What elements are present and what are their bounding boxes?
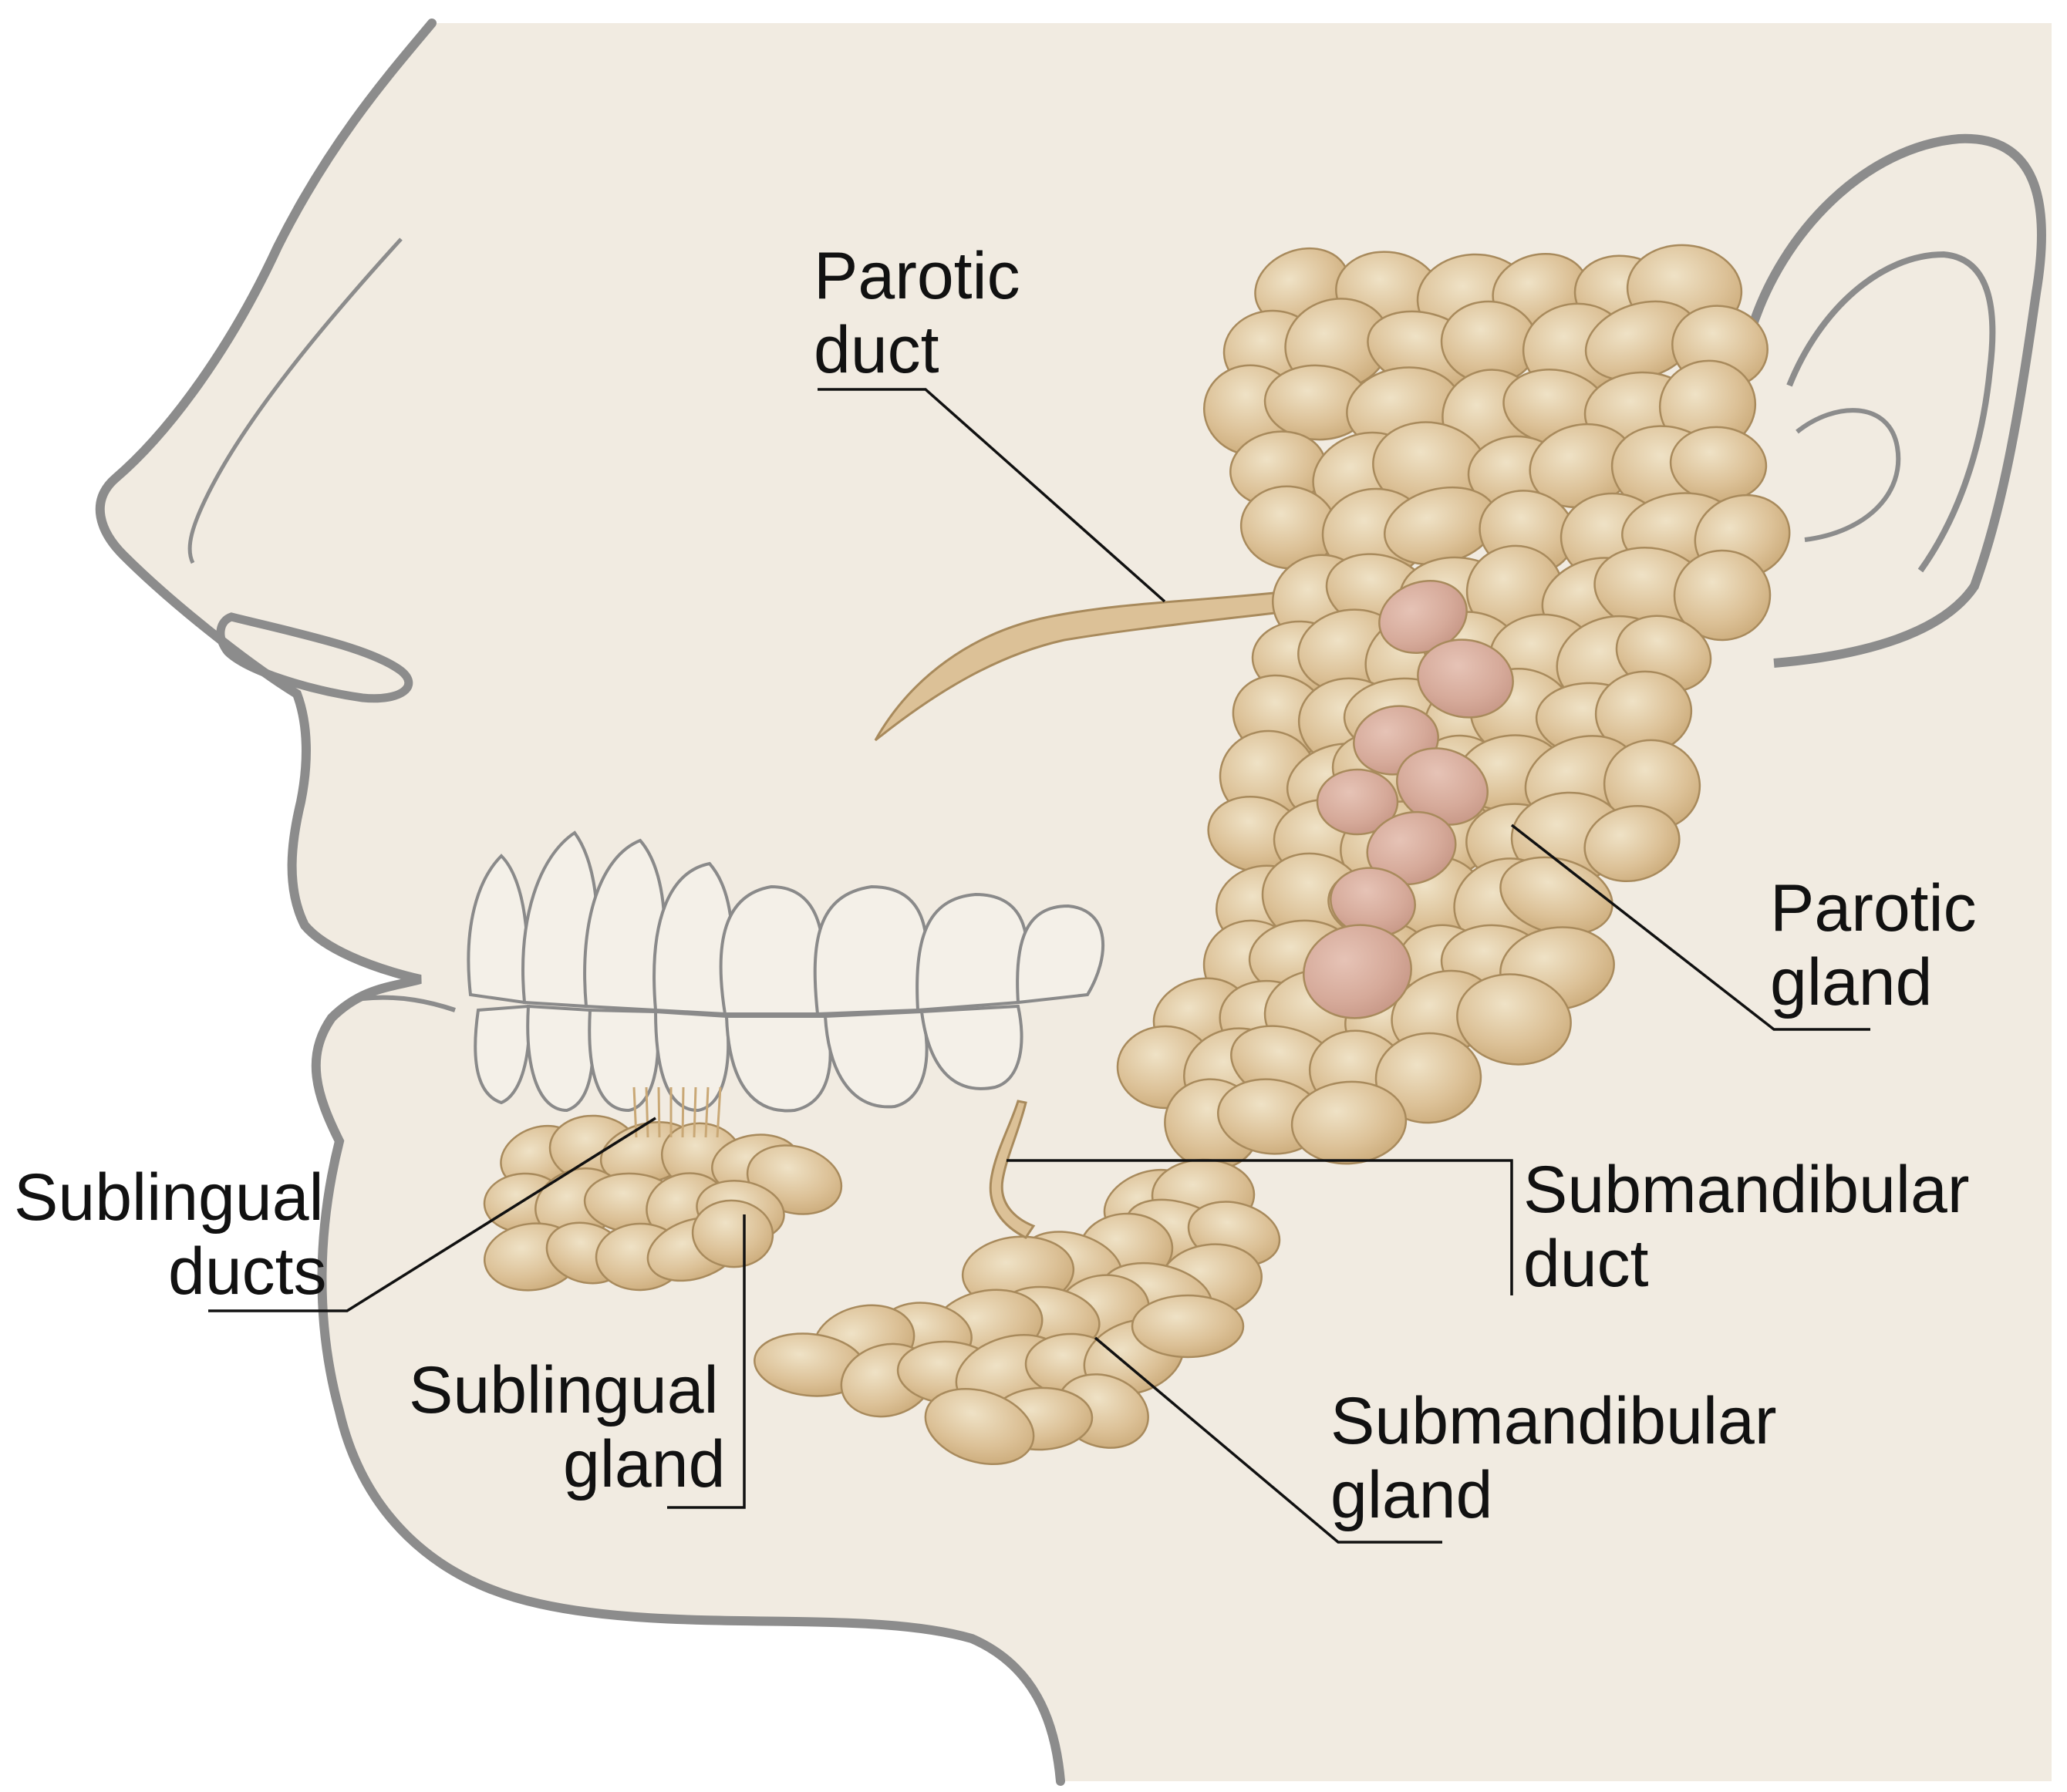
parotid-gland-shape — [1116, 244, 1791, 1171]
nose-line — [187, 237, 403, 564]
leader-sublingual-ducts — [208, 1117, 656, 1312]
leader-submandibular-gland — [1094, 1336, 1442, 1544]
leader-parotid-gland — [1510, 824, 1870, 1031]
label-submandibular-gland: Submandibular gland — [1330, 1384, 1776, 1532]
leader-lines — [208, 388, 1870, 1544]
gland-lobe — [1673, 549, 1772, 642]
label-sublingual-gland-line2: gland — [563, 1427, 726, 1501]
label-parotid-gland: Parotic gland — [1770, 871, 1977, 1019]
gland-lobe — [1290, 1080, 1408, 1165]
sublingual-gland-shape — [483, 1114, 843, 1292]
gland-lobe — [1303, 924, 1412, 1019]
ear-concha — [1796, 408, 1901, 542]
gland-lobe — [1316, 768, 1399, 836]
face-profile-line — [95, 19, 1065, 1786]
label-submandibular-duct-line2: duct — [1523, 1227, 1649, 1301]
gland-lobe — [1456, 973, 1572, 1066]
label-parotid-gland-line1: Parotic — [1770, 871, 1977, 945]
label-submandibular-gland-line1: Submandibular — [1330, 1384, 1777, 1458]
label-sublingual-gland-line1: Sublingual — [409, 1353, 719, 1427]
ear-inner — [1786, 251, 1996, 573]
label-parotid-duct: Parotic duct — [814, 239, 1020, 387]
label-parotid-duct-line2: duct — [814, 313, 939, 387]
label-submandibular-duct: Submandibular duct — [1523, 1153, 1969, 1301]
gland-lobe — [1366, 810, 1457, 886]
ear-outer — [1746, 133, 2046, 668]
label-sublingual-ducts-line1: Sublingual — [14, 1160, 324, 1235]
mouth-line — [362, 995, 456, 1012]
label-submandibular-gland-line2: gland — [1330, 1458, 1493, 1532]
label-parotid-duct-line1: Parotic — [814, 239, 1020, 313]
gland-lobe — [691, 1199, 774, 1268]
gland-lobe — [1417, 638, 1514, 719]
label-sublingual-gland: Sublingual gland — [409, 1353, 725, 1501]
gland-lobe — [1131, 1294, 1245, 1359]
teeth — [467, 830, 1105, 1113]
submandibular-gland-shape — [754, 1158, 1281, 1466]
nostril — [216, 612, 413, 703]
gland-lobe — [924, 1387, 1035, 1466]
gland-lobe — [1374, 1032, 1482, 1124]
label-sublingual-ducts-line2: ducts — [168, 1235, 327, 1309]
label-parotid-gland-line2: gland — [1770, 945, 1933, 1019]
leader-sublingual-gland — [667, 1214, 746, 1509]
label-sublingual-ducts: Sublingual ducts — [14, 1160, 327, 1309]
leader-parotid-duct — [818, 388, 1166, 603]
leader-submandibular-duct — [1007, 1159, 1513, 1295]
label-submandibular-duct-line1: Submandibular — [1523, 1153, 1970, 1227]
gland-lobe — [1583, 804, 1681, 883]
